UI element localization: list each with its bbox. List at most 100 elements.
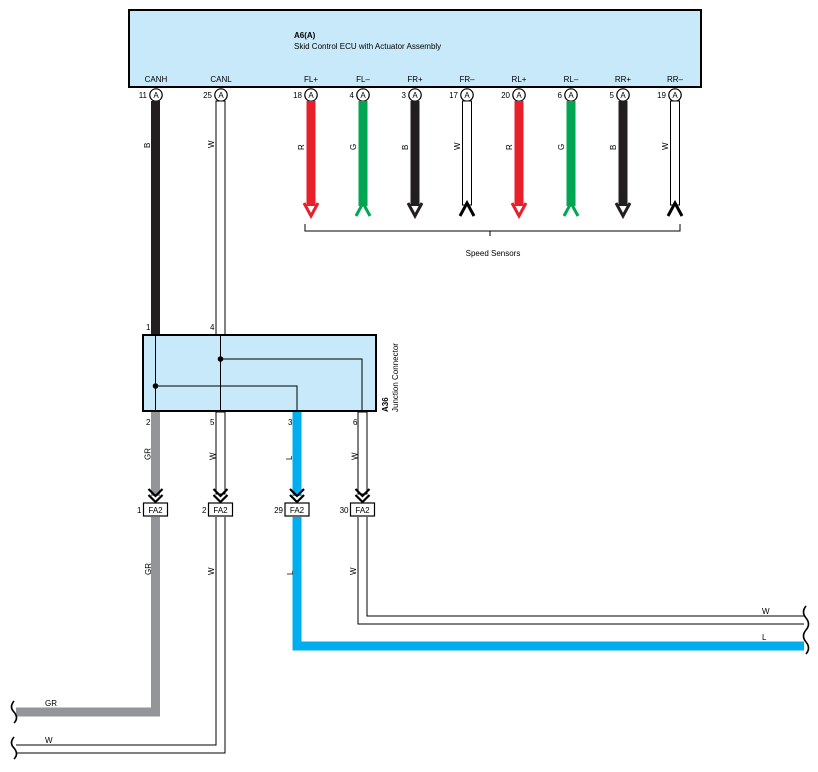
junction-bottom-pin: 6 <box>353 418 358 427</box>
sensor-wire <box>618 101 628 206</box>
sensor-wire-label: G <box>349 144 358 150</box>
junction-out-wire <box>151 412 160 496</box>
fa2-connector-code: FA2 <box>213 506 228 515</box>
junction-code: A36 <box>381 397 390 412</box>
sensor-wire-label: B <box>609 145 618 150</box>
sensor-wire <box>358 101 368 206</box>
double-chevron-icon <box>147 488 164 504</box>
terminal-pin: 4 <box>350 91 355 100</box>
sensor-wire-label: B <box>401 145 410 150</box>
arrow-up-icon <box>562 199 580 217</box>
sensor-wire <box>670 100 680 206</box>
terminal-pin: 18 <box>293 91 302 100</box>
junction-splice-dot <box>152 383 159 389</box>
sensor-wire-label: R <box>297 144 306 150</box>
junction-out-wire-label: L <box>285 455 294 460</box>
terminal-pin: 17 <box>449 91 458 100</box>
connector-letter: A <box>218 91 224 100</box>
fa2-connector-box <box>142 502 169 517</box>
arrow-down-icon <box>510 202 528 220</box>
terminal-name: CANH <box>145 75 168 84</box>
terminal-name: RR+ <box>615 75 632 84</box>
can-wire-canh <box>151 101 160 335</box>
wire-w-lower-right <box>366 517 804 617</box>
exit-label-right-upper: W <box>762 607 770 616</box>
sensor-wire-label: W <box>453 142 462 150</box>
terminal-name: FR– <box>459 75 475 84</box>
terminal-pin: 6 <box>558 91 563 100</box>
wire-w-lower-left <box>16 517 217 746</box>
double-chevron-icon <box>289 488 305 504</box>
junction-out-wire <box>292 412 302 496</box>
terminal-name: RL– <box>564 75 579 84</box>
double-chevron-icon <box>212 488 229 504</box>
sensor-wire <box>306 101 316 206</box>
wire-l-lower <box>292 517 804 651</box>
junction-pin-1: 1 <box>146 323 151 332</box>
lower-wires: GR W L W W L GR W <box>10 517 810 760</box>
fa2-connector-box <box>349 502 376 517</box>
arrow-up-icon <box>458 199 476 217</box>
junction-out-wire-label: W <box>351 452 360 460</box>
junction-bottom-pin: 3 <box>288 418 293 427</box>
terminal-name: FL+ <box>304 75 318 84</box>
fa2-pin: 2 <box>202 506 207 515</box>
fa2-connector-box <box>207 502 234 517</box>
lower-wire-label: W <box>207 567 216 575</box>
junction-out-wire <box>215 411 226 495</box>
terminal-pin: 3 <box>402 91 407 100</box>
sensor-wire-label: R <box>505 144 514 150</box>
junction-internal-wiring <box>155 335 363 411</box>
connector-letter: A <box>412 91 418 100</box>
junction-splice-dot <box>217 356 224 362</box>
arrow-up-icon <box>354 199 372 217</box>
ecu-name: Skid Control ECU with Actuator Assembly <box>294 42 441 51</box>
speed-sensors-bracket <box>304 224 681 232</box>
fa2-connector-code: FA2 <box>355 506 370 515</box>
fa2-pin: 1 <box>137 506 142 515</box>
can-wires: B W <box>143 100 226 336</box>
junction-out-wire <box>357 411 368 495</box>
junction-bottom-pin: 5 <box>210 418 215 427</box>
connector-letter: A <box>464 91 470 100</box>
can-wire-canh-label: B <box>143 143 152 148</box>
fa2-connector-code: FA2 <box>148 506 163 515</box>
ecu-code: A6(A) <box>294 31 316 40</box>
connector-letter: A <box>672 91 678 100</box>
junction-name: Junction Connector <box>391 343 400 412</box>
wire-w-lower-right <box>357 517 804 625</box>
junction-out-wire-label: GR <box>144 448 153 460</box>
terminal-name: CANL <box>210 75 232 84</box>
lower-wire-label: W <box>349 567 358 575</box>
double-chevron-icon <box>354 488 371 504</box>
terminal-name: RL+ <box>512 75 527 84</box>
sensor-wire <box>462 100 472 206</box>
exit-label-right-lower: L <box>762 633 767 642</box>
sensor-wire <box>566 101 576 206</box>
terminal-pin: 11 <box>139 91 148 100</box>
sensor-wire-label: W <box>661 142 670 150</box>
junction-pin-4: 4 <box>210 323 215 332</box>
lower-wire-label: GR <box>144 563 153 575</box>
connector-letter: A <box>568 91 574 100</box>
arrow-down-icon <box>614 202 632 220</box>
wire-gr-lower <box>16 517 160 717</box>
can-wire-canl <box>215 100 226 336</box>
connector-letter: A <box>620 91 626 100</box>
connector-letter: A <box>308 91 314 100</box>
can-wire-canl-label: W <box>207 140 216 148</box>
connector-letter: A <box>516 91 522 100</box>
fa2-pin: 29 <box>274 506 283 515</box>
fa2-pin: 30 <box>340 506 349 515</box>
fa2-connector-box <box>284 502 310 517</box>
arrow-down-icon <box>302 202 320 220</box>
terminal-pin: 5 <box>610 91 615 100</box>
junction-box <box>142 334 377 412</box>
sensor-wire-label: G <box>557 144 566 150</box>
wire-break-mark <box>802 605 810 655</box>
terminal-pin: 19 <box>657 91 666 100</box>
